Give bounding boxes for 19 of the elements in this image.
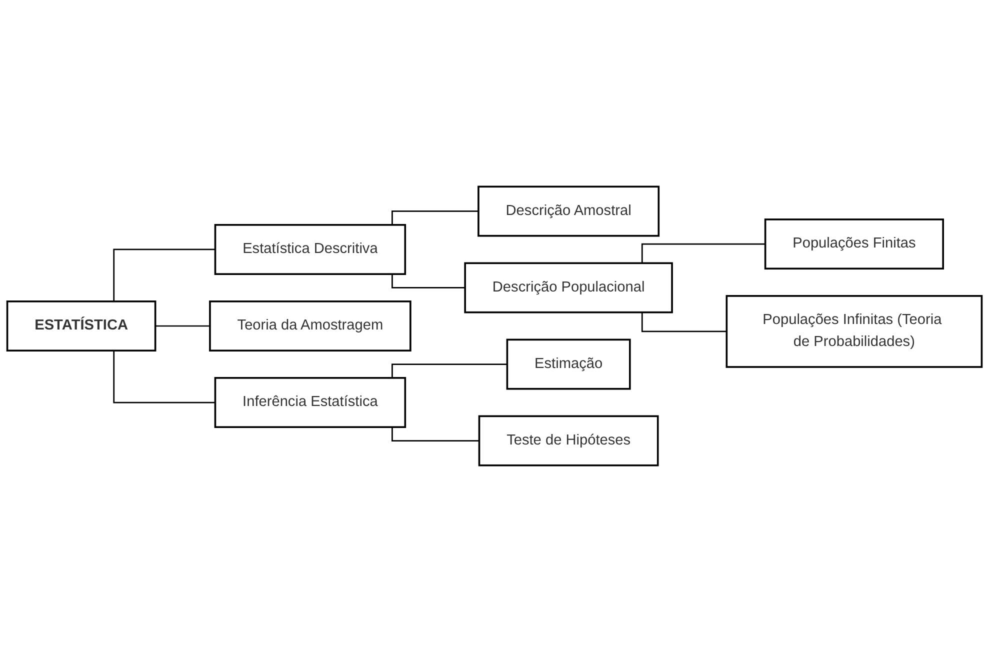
- connector: [641, 312, 727, 332]
- connector: [641, 243, 766, 264]
- connector: [392, 210, 478, 225]
- connector: [154, 325, 210, 327]
- node-box: Estimação: [506, 338, 631, 390]
- node-box: ESTATÍSTICA: [6, 300, 156, 352]
- node-box: Populações Finitas: [764, 218, 944, 270]
- node-box: Populações Infinitas (Teoria de Probabilidades): [726, 295, 983, 368]
- connector: [392, 364, 508, 378]
- node-box: Teste de Hipóteses: [478, 415, 659, 466]
- node-box: Descrição Amostral: [478, 186, 660, 237]
- connector: [113, 350, 216, 404]
- connector: [392, 274, 466, 288]
- node-box: Inferência Estatística: [214, 377, 406, 428]
- node-box: Estatística Descritiva: [214, 224, 406, 275]
- connector: [113, 248, 216, 302]
- node-box: Teoria da Amostragem: [209, 300, 412, 352]
- connector: [392, 427, 480, 442]
- node-box: Descrição Populacional: [464, 262, 673, 314]
